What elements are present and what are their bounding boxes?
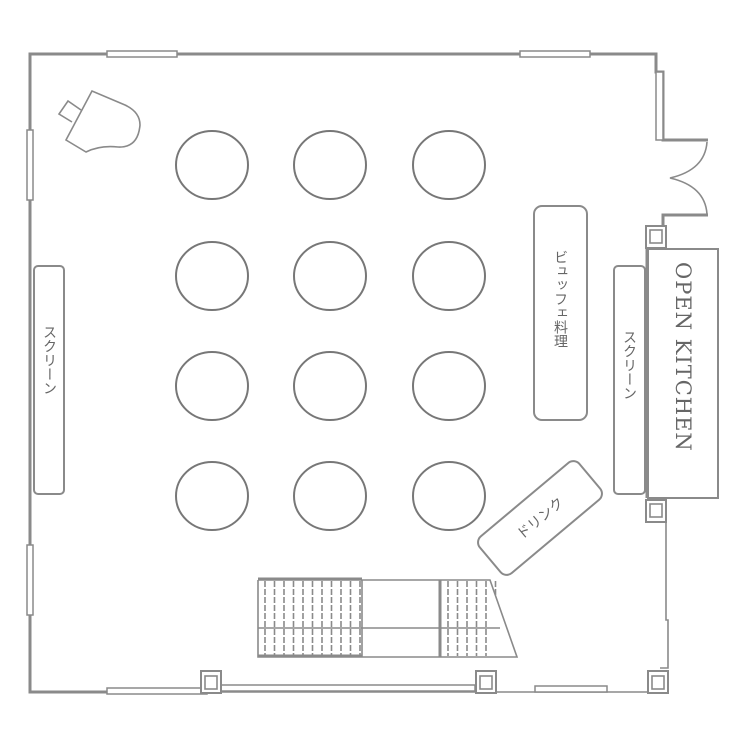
table xyxy=(175,351,249,421)
screen-right xyxy=(613,265,646,495)
table xyxy=(175,241,249,311)
screen-right-label: スクリーン xyxy=(621,330,637,400)
piano-icon xyxy=(57,89,141,153)
screen-left-label: スクリーン xyxy=(41,325,57,395)
table xyxy=(412,130,486,200)
buffet-counter xyxy=(533,205,588,421)
table xyxy=(293,241,367,311)
table xyxy=(412,461,486,531)
open-kitchen xyxy=(647,248,719,499)
screen-left xyxy=(33,265,65,495)
table xyxy=(293,461,367,531)
table xyxy=(412,351,486,421)
drink-counter: ドリンク xyxy=(477,460,603,576)
stairs xyxy=(257,577,519,658)
double-door[interactable] xyxy=(669,141,708,215)
table xyxy=(293,130,367,200)
table xyxy=(293,351,367,421)
buffet-label: ビュッフェ料理 xyxy=(552,250,568,348)
table xyxy=(175,130,249,200)
kitchen-label: OPEN KITCHEN xyxy=(671,262,695,452)
walls xyxy=(28,52,708,694)
table xyxy=(412,241,486,311)
round-tables xyxy=(175,130,486,531)
table xyxy=(175,461,249,531)
